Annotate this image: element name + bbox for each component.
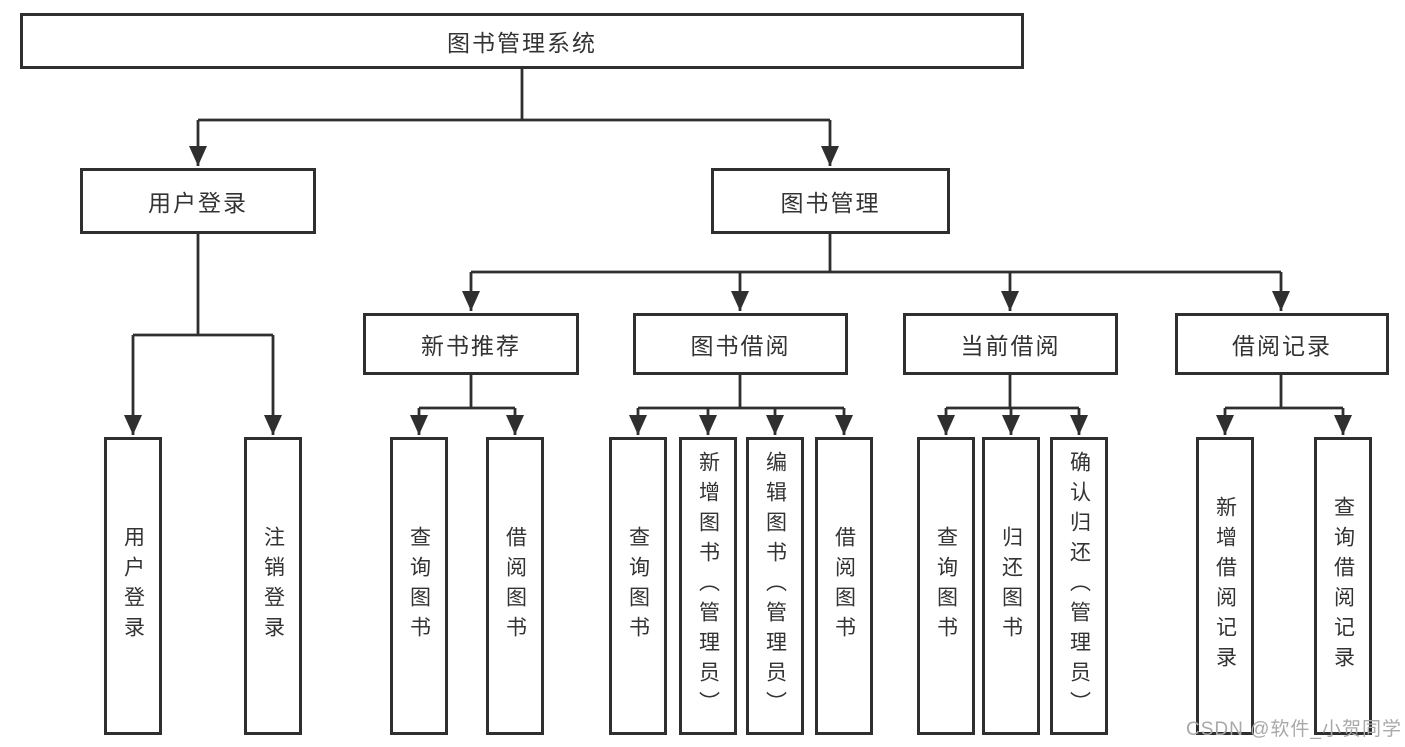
node-borrow-record: 借阅记录 <box>1175 313 1389 375</box>
node-book-mgmt-label: 图书管理 <box>780 190 881 216</box>
leaf-log-query-record: 查询借阅记录 <box>1314 437 1372 735</box>
node-borrow-record-label: 借阅记录 <box>1232 333 1332 359</box>
node-current-borrow-label: 当前借阅 <box>960 333 1061 359</box>
node-new-book-rec-label: 新书推荐 <box>421 333 521 359</box>
node-root-label: 图书管理系统 <box>447 30 597 56</box>
leaf-logout: 注销登录 <box>244 437 302 735</box>
leaf-user-login-label: 用户登录 <box>121 526 145 646</box>
leaf-cur-return-book: 归还图书 <box>982 437 1040 735</box>
leaf-log-query-record-label: 查询借阅记录 <box>1331 496 1355 676</box>
node-book-borrow: 图书借阅 <box>633 313 848 375</box>
node-current-borrow: 当前借阅 <box>903 313 1118 375</box>
leaf-bor-edit-book: 编辑图书（管理员） <box>746 437 804 735</box>
leaf-bor-add-book: 新增图书（管理员） <box>679 437 737 735</box>
leaf-rec-query-book-label: 查询图书 <box>407 526 431 646</box>
node-book-borrow-label: 图书借阅 <box>690 333 791 359</box>
leaf-rec-borrow-book: 借阅图书 <box>486 437 544 735</box>
leaf-bor-borrow-book-label: 借阅图书 <box>832 526 856 646</box>
node-new-book-rec: 新书推荐 <box>363 313 579 375</box>
leaf-bor-add-book-label: 新增图书（管理员） <box>696 451 720 721</box>
leaf-bor-query-book: 查询图书 <box>609 437 667 735</box>
leaf-rec-borrow-book-label: 借阅图书 <box>503 526 527 646</box>
leaf-cur-confirm-return-label: 确认归还（管理员） <box>1067 451 1091 721</box>
leaf-logout-label: 注销登录 <box>261 526 285 646</box>
leaf-bor-borrow-book: 借阅图书 <box>815 437 873 735</box>
leaf-cur-query-book-label: 查询图书 <box>934 526 958 646</box>
leaf-cur-query-book: 查询图书 <box>917 437 975 735</box>
node-user-login: 用户登录 <box>80 168 316 234</box>
leaf-log-add-record: 新增借阅记录 <box>1196 437 1254 735</box>
leaf-cur-return-book-label: 归还图书 <box>999 526 1023 646</box>
node-user-login-label: 用户登录 <box>148 190 248 216</box>
node-book-mgmt: 图书管理 <box>711 168 950 234</box>
leaf-bor-query-book-label: 查询图书 <box>626 526 650 646</box>
node-root: 图书管理系统 <box>20 13 1024 69</box>
leaf-log-add-record-label: 新增借阅记录 <box>1213 496 1237 676</box>
leaf-user-login: 用户登录 <box>104 437 162 735</box>
leaf-bor-edit-book-label: 编辑图书（管理员） <box>763 451 787 721</box>
leaf-rec-query-book: 查询图书 <box>390 437 448 735</box>
leaf-cur-confirm-return: 确认归还（管理员） <box>1050 437 1108 735</box>
csdn-watermark: CSDN @软件_小贺同学 <box>1186 719 1402 740</box>
